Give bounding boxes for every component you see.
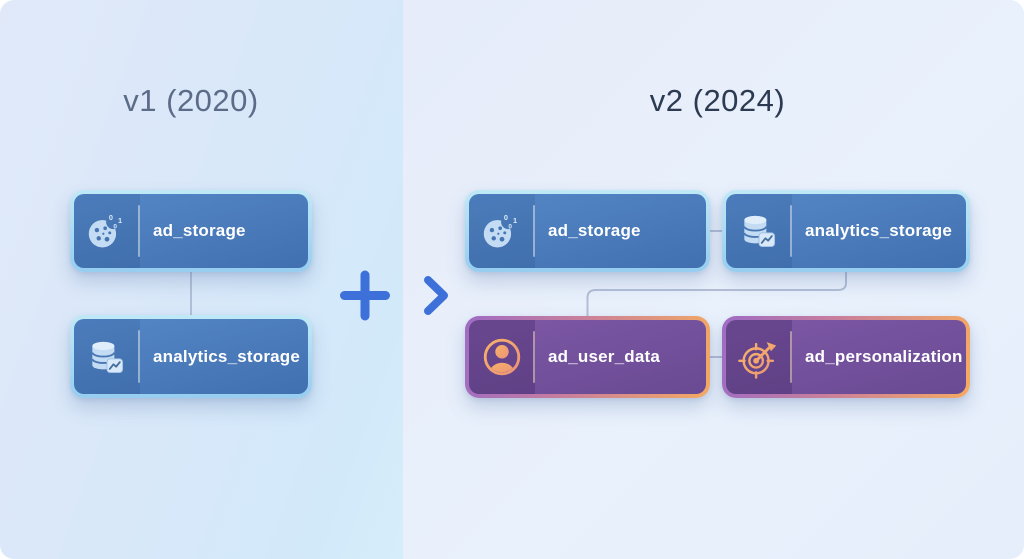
target-icon	[726, 320, 792, 394]
v2-ad-storage-node: 0 1 0 ad_storage	[465, 190, 710, 272]
svg-text:1: 1	[513, 216, 517, 225]
svg-text:0: 0	[109, 213, 113, 222]
database-icon	[726, 194, 792, 268]
node-label: ad_personalization	[805, 347, 963, 366]
svg-text:0: 0	[113, 223, 117, 230]
v2-ad-user-data-node: ad_user_data	[465, 316, 710, 398]
node-label: analytics_storage	[805, 221, 953, 240]
v1-panel-title: v1 (2020)	[123, 83, 259, 118]
node-label: ad_storage	[548, 221, 641, 240]
v2-analytics-storage-node: analytics_storage	[722, 190, 970, 272]
node-label: ad_user_data	[548, 347, 661, 366]
svg-text:0: 0	[504, 213, 508, 222]
cookie-icon: 0 1 0	[74, 194, 140, 268]
user-icon	[469, 320, 535, 394]
v1-ad-storage-node: 0 1 0 ad_storage	[70, 190, 312, 272]
v2-ad-personalization-node: ad_personalization	[722, 316, 970, 398]
svg-text:0: 0	[508, 223, 512, 230]
node-label: analytics_storage	[153, 346, 301, 366]
v1-analytics-storage-node: analytics_storage	[70, 315, 312, 398]
node-label: ad_storage	[153, 221, 246, 240]
cookie-icon: 0 1 0	[469, 194, 535, 268]
panel-v1-background	[0, 0, 403, 559]
database-icon	[74, 319, 140, 394]
svg-text:1: 1	[118, 216, 122, 225]
v2-panel-title: v2 (2024)	[649, 83, 786, 118]
